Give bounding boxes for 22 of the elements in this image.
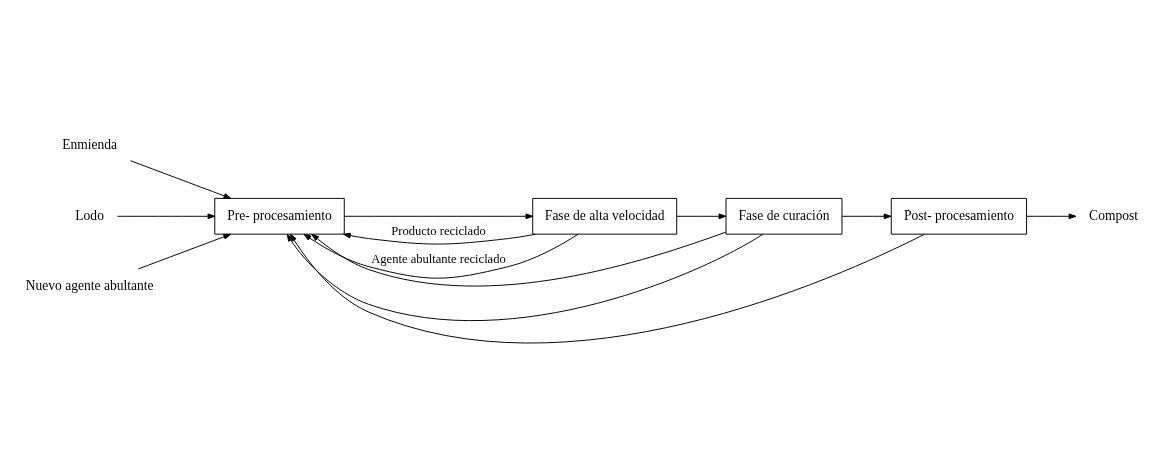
node-text: Lodo bbox=[75, 207, 104, 223]
node-box: Post- procesamiento bbox=[890, 197, 1028, 235]
arrow bbox=[286, 233, 764, 321]
arrow bbox=[676, 212, 727, 219]
node-box: Fase de curación bbox=[725, 197, 843, 235]
arrow bbox=[1026, 212, 1077, 219]
node-box: Fase de alta velocidad bbox=[532, 197, 678, 235]
arrow bbox=[841, 212, 892, 219]
arrow bbox=[343, 212, 534, 219]
node-text: Nuevo agente abultante bbox=[25, 277, 154, 293]
arrow bbox=[117, 212, 216, 219]
edge-label: Agente abultante reciclado bbox=[371, 251, 506, 266]
arrow bbox=[290, 233, 925, 343]
node-box: Pre- procesamiento bbox=[214, 197, 345, 235]
node-text: Compost bbox=[1089, 207, 1138, 223]
arrow bbox=[311, 231, 727, 286]
arrow bbox=[137, 233, 232, 269]
edge-label: Producto reciclado bbox=[391, 223, 486, 238]
arrow bbox=[303, 233, 579, 279]
arrow bbox=[129, 159, 232, 199]
arrow bbox=[343, 232, 536, 245]
node-text: Enmienda bbox=[62, 136, 118, 152]
